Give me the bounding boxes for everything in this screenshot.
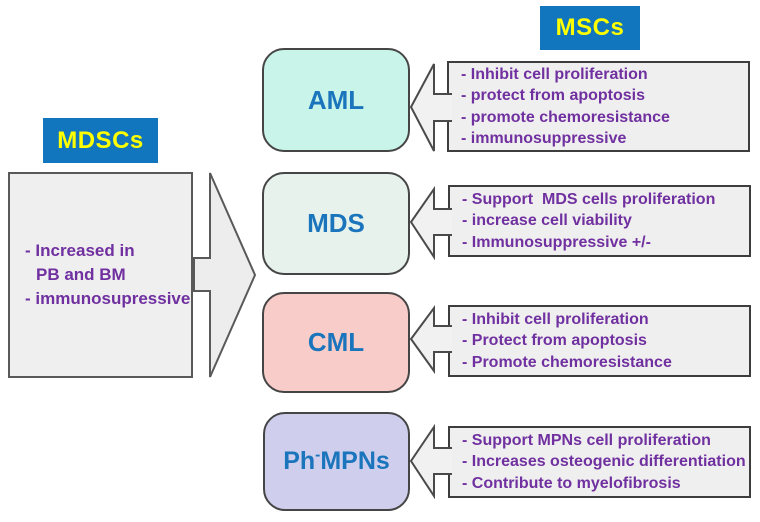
ph-neg-mpns-box: Ph-MPNs <box>263 412 410 511</box>
cml-label: CML <box>307 327 365 357</box>
arrow-msc-to-aml <box>409 63 452 152</box>
ph-neg-mpns-label: Ph-MPNs <box>283 446 390 475</box>
msc-effects-mpns-panel: - Support MPNs cell proliferation - Incr… <box>448 426 751 498</box>
mdscs-line-2: PB and BM <box>36 265 126 284</box>
mds-effect-line: - Immunosuppressive +/- <box>462 233 651 251</box>
cml-box: CML <box>262 292 410 393</box>
aml-effect-line: - Inhibit cell proliferation <box>461 65 648 83</box>
mdscs-description-panel: - Increased in PB and BM - immunosupress… <box>8 172 193 378</box>
mds-effect-line: - increase cell viability <box>462 212 632 230</box>
arrow-msc-to-cml <box>409 304 452 375</box>
mds-box: MDS <box>262 172 410 275</box>
mdscs-title: MDSCs <box>43 118 158 163</box>
aml-effect-line: - promote chemoresistance <box>461 108 670 126</box>
mds-effect-line: - Support MDS cells proliferation <box>462 190 716 208</box>
aml-label: AML <box>307 84 365 115</box>
aml-box: AML <box>262 48 410 152</box>
cml-effect-line: - Promote chemoresistance <box>462 353 672 371</box>
cml-effect-line: - Inhibit cell proliferation <box>462 310 649 328</box>
mdscs-right-arrow <box>193 172 257 378</box>
aml-effect-line: - protect from apoptosis <box>461 87 646 104</box>
mdscs-line-1: - Increased in <box>25 241 135 260</box>
cml-effect-line: - Protect from apoptosis <box>462 332 647 350</box>
minus-superscript: - <box>315 446 321 464</box>
arrow-msc-to-mpns <box>409 423 452 500</box>
mdscs-line-3: - immunosupressive <box>25 289 191 308</box>
mds-label: MDS <box>307 208 365 238</box>
aml-effect-line: - immunosuppressive <box>461 130 627 147</box>
mpns-effect-line: - Support MPNs cell proliferation <box>462 431 711 449</box>
mpns-effect-line: - Contribute to myelofibrosis <box>462 474 681 492</box>
mscs-title: MSCs <box>540 6 640 50</box>
mpns-effect-line: - Increases osteogenic differentiation <box>462 453 746 471</box>
arrow-msc-to-mds <box>409 185 452 261</box>
msc-effects-mds-panel: - Support MDS cells proliferation - incr… <box>448 185 751 257</box>
msc-effects-cml-panel: - Inhibit cell proliferation - Protect f… <box>448 305 751 377</box>
msc-effects-aml-panel: - Inhibit cell proliferation - protect f… <box>447 61 750 152</box>
